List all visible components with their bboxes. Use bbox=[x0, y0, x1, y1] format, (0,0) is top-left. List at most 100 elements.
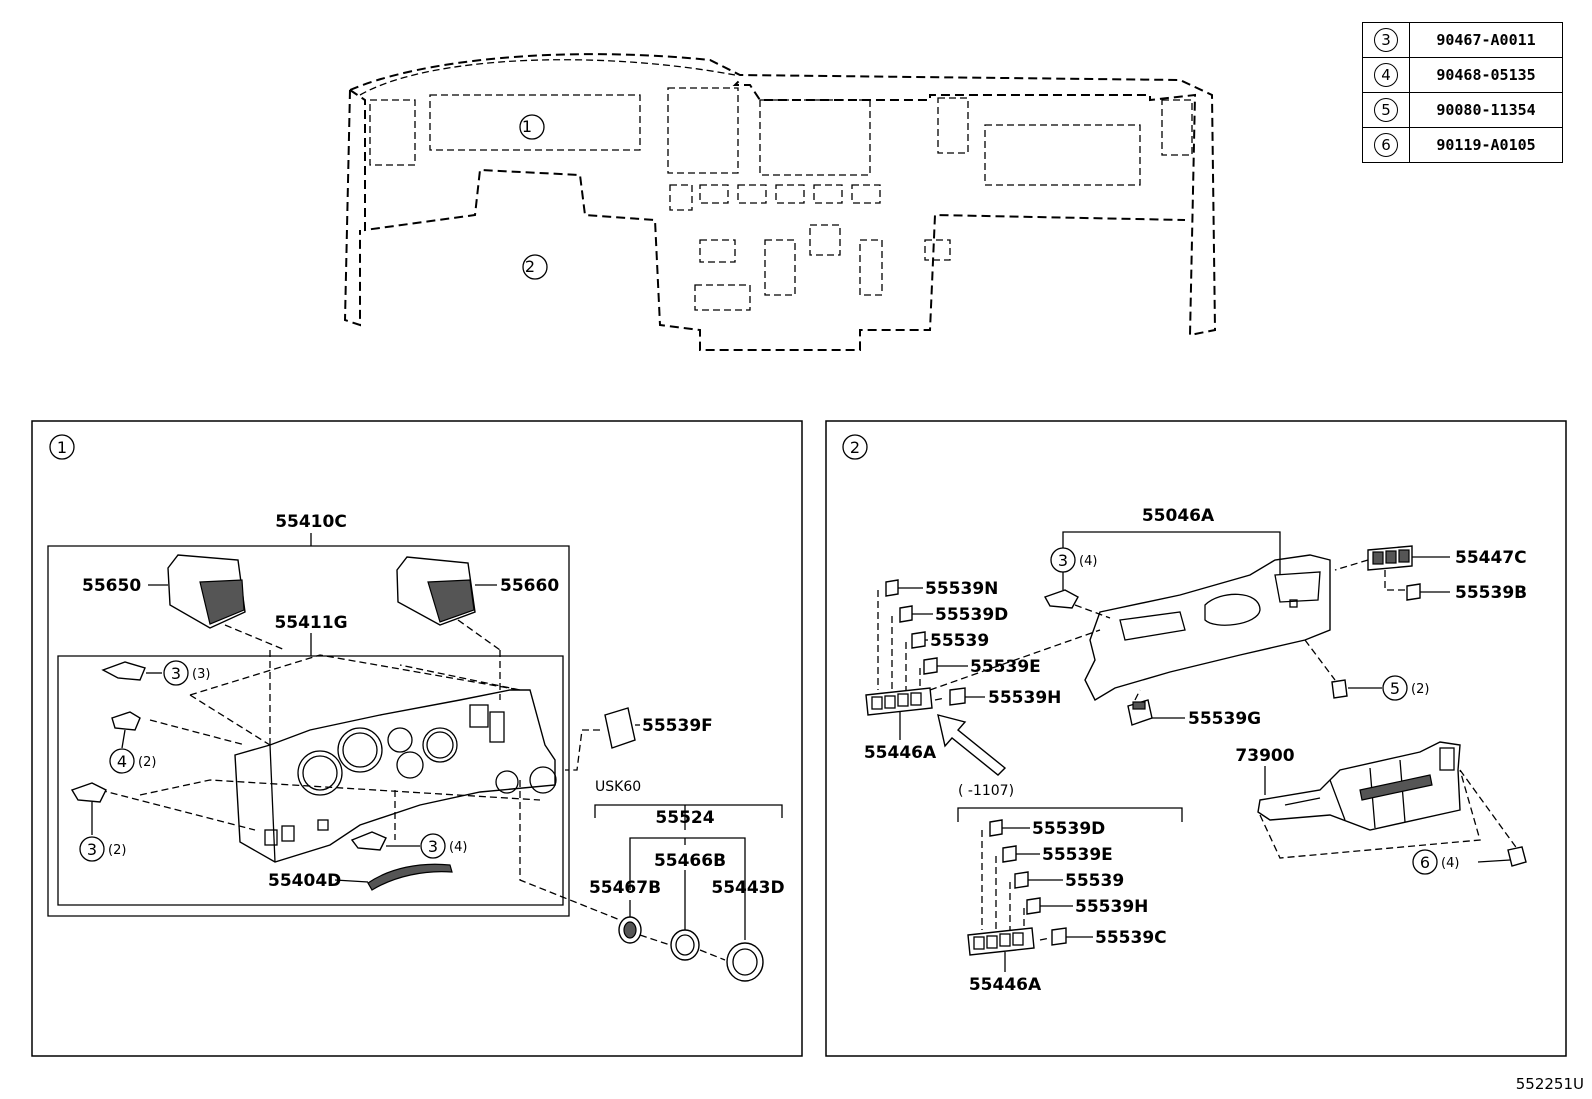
callout-circle bbox=[163, 660, 189, 686]
air-vent-right bbox=[396, 556, 476, 626]
clip-part bbox=[111, 711, 141, 731]
part-55410C: 55410C bbox=[275, 512, 347, 532]
clip-part bbox=[1043, 589, 1079, 609]
callout-ref: 3 bbox=[428, 837, 438, 856]
panel-2-circle bbox=[842, 434, 868, 460]
direction-arrow bbox=[937, 714, 1007, 776]
overview-area-1-label: 1 bbox=[522, 117, 532, 136]
part-55539E: 55539E bbox=[970, 657, 1041, 677]
screw-part bbox=[1507, 846, 1527, 867]
panel-1-label: 1 bbox=[57, 438, 67, 457]
part-55411G: 55411G bbox=[274, 613, 347, 633]
part-55446A-b: 55446A bbox=[969, 975, 1042, 995]
ref-part-number: 90467-A0011 bbox=[1409, 22, 1563, 58]
overview-area-2-circle bbox=[522, 254, 548, 280]
callout-qty: (3) bbox=[192, 667, 210, 682]
callout-circle bbox=[1412, 849, 1438, 875]
reference-row: 4 90468-05135 bbox=[1362, 57, 1563, 93]
panel-1-frame bbox=[31, 420, 803, 1057]
reference-table: 3 90467-A0011 4 90468-05135 5 90080-1135… bbox=[1362, 22, 1563, 163]
ring-55466B bbox=[670, 929, 700, 961]
part-55524: 55524 bbox=[655, 808, 714, 828]
callout-ref: 4 bbox=[117, 752, 127, 771]
panel-2-label: 2 bbox=[850, 438, 860, 457]
callout-ref: 6 bbox=[1420, 853, 1430, 872]
switch-55539F bbox=[604, 707, 636, 749]
callout-qty: (4) bbox=[1079, 554, 1097, 569]
part-55443D: 55443D bbox=[711, 878, 784, 898]
switch-55539E-b bbox=[1002, 845, 1017, 863]
switch-55539D-b bbox=[989, 819, 1003, 837]
ref-part-number: 90080-11354 bbox=[1409, 92, 1563, 128]
switch-55539-b bbox=[1014, 871, 1029, 889]
callout-ref: 5 bbox=[1390, 679, 1400, 698]
part-55539B: 55539B bbox=[1455, 583, 1527, 603]
part-55467B: 55467B bbox=[589, 878, 661, 898]
callout-ref: 3 bbox=[171, 664, 181, 683]
callout-circle bbox=[109, 748, 135, 774]
air-vent-left bbox=[167, 554, 246, 629]
overview-area-1-circle bbox=[519, 114, 545, 140]
part-55539-b: 55539 bbox=[1065, 871, 1124, 891]
switch-55539 bbox=[911, 631, 926, 649]
ref-circle: 3 bbox=[1374, 28, 1398, 52]
callout-circle bbox=[420, 833, 446, 859]
ref-circle: 5 bbox=[1374, 98, 1398, 122]
reference-row: 3 90467-A0011 bbox=[1362, 22, 1563, 58]
callout-circle bbox=[79, 836, 105, 862]
panel-2-frame bbox=[825, 420, 1567, 1057]
switch-55539H-b bbox=[1026, 897, 1041, 915]
callout-qty: (4) bbox=[1441, 856, 1459, 871]
callout-ref: 3 bbox=[1058, 551, 1068, 570]
overview-area-2-label: 2 bbox=[525, 257, 535, 276]
knob-55467B bbox=[618, 916, 642, 944]
part-55539D: 55539D bbox=[935, 605, 1008, 625]
switch-55539D bbox=[899, 605, 913, 623]
part-55539F: 55539F bbox=[642, 716, 713, 736]
ref-circle: 4 bbox=[1374, 63, 1398, 87]
ref-part-number: 90468-05135 bbox=[1409, 57, 1563, 93]
switch-base-55446A-b bbox=[967, 927, 1035, 956]
callout-ref: 3 bbox=[87, 840, 97, 859]
clip-part bbox=[70, 782, 107, 803]
callout-qty: (2) bbox=[108, 843, 126, 858]
part-55046A: 55046A bbox=[1142, 506, 1215, 526]
part-55539N: 55539N bbox=[925, 579, 998, 599]
callout-qty: (4) bbox=[449, 840, 467, 855]
part-55660: 55660 bbox=[500, 576, 559, 596]
switch-55539C bbox=[1051, 927, 1067, 946]
part-55539H: 55539H bbox=[988, 688, 1061, 708]
usk60-label: USK60 bbox=[595, 779, 641, 795]
date-range-label: ( -1107) bbox=[958, 783, 1014, 799]
lower-instrument-panel bbox=[1084, 554, 1331, 701]
panel-1-circle bbox=[49, 434, 75, 460]
callout-qty: (2) bbox=[1411, 682, 1429, 697]
diagram-code: 552251U bbox=[1515, 1075, 1584, 1093]
ref-circle: 6 bbox=[1374, 133, 1398, 157]
part-55650: 55650 bbox=[82, 576, 141, 596]
part-55539H-b: 55539H bbox=[1075, 897, 1148, 917]
callout-circle bbox=[1382, 675, 1408, 701]
switch-55539N bbox=[885, 579, 899, 597]
dashboard-overview bbox=[343, 53, 1217, 351]
clip-part bbox=[350, 831, 387, 851]
part-55539: 55539 bbox=[930, 631, 989, 651]
switch-55539B bbox=[1406, 583, 1421, 601]
switch-base-55446A bbox=[865, 687, 933, 716]
bezel-55443D bbox=[726, 942, 764, 982]
reference-row: 6 90119-A0105 bbox=[1362, 127, 1563, 163]
clip-part bbox=[101, 661, 146, 681]
part-55539D-b: 55539D bbox=[1032, 819, 1105, 839]
ref-part-number: 90119-A0105 bbox=[1409, 127, 1563, 163]
part-55539G: 55539G bbox=[1188, 709, 1261, 729]
lens-strip bbox=[367, 863, 453, 891]
part-73900: 73900 bbox=[1235, 746, 1294, 766]
screw-part bbox=[1331, 679, 1348, 699]
part-55446A: 55446A bbox=[864, 743, 937, 763]
part-55539C: 55539C bbox=[1095, 928, 1167, 948]
switch-55539E bbox=[923, 657, 938, 675]
part-55447C: 55447C bbox=[1455, 548, 1527, 568]
reference-row: 5 90080-11354 bbox=[1362, 92, 1563, 128]
cluster-finish-panel bbox=[234, 689, 557, 863]
